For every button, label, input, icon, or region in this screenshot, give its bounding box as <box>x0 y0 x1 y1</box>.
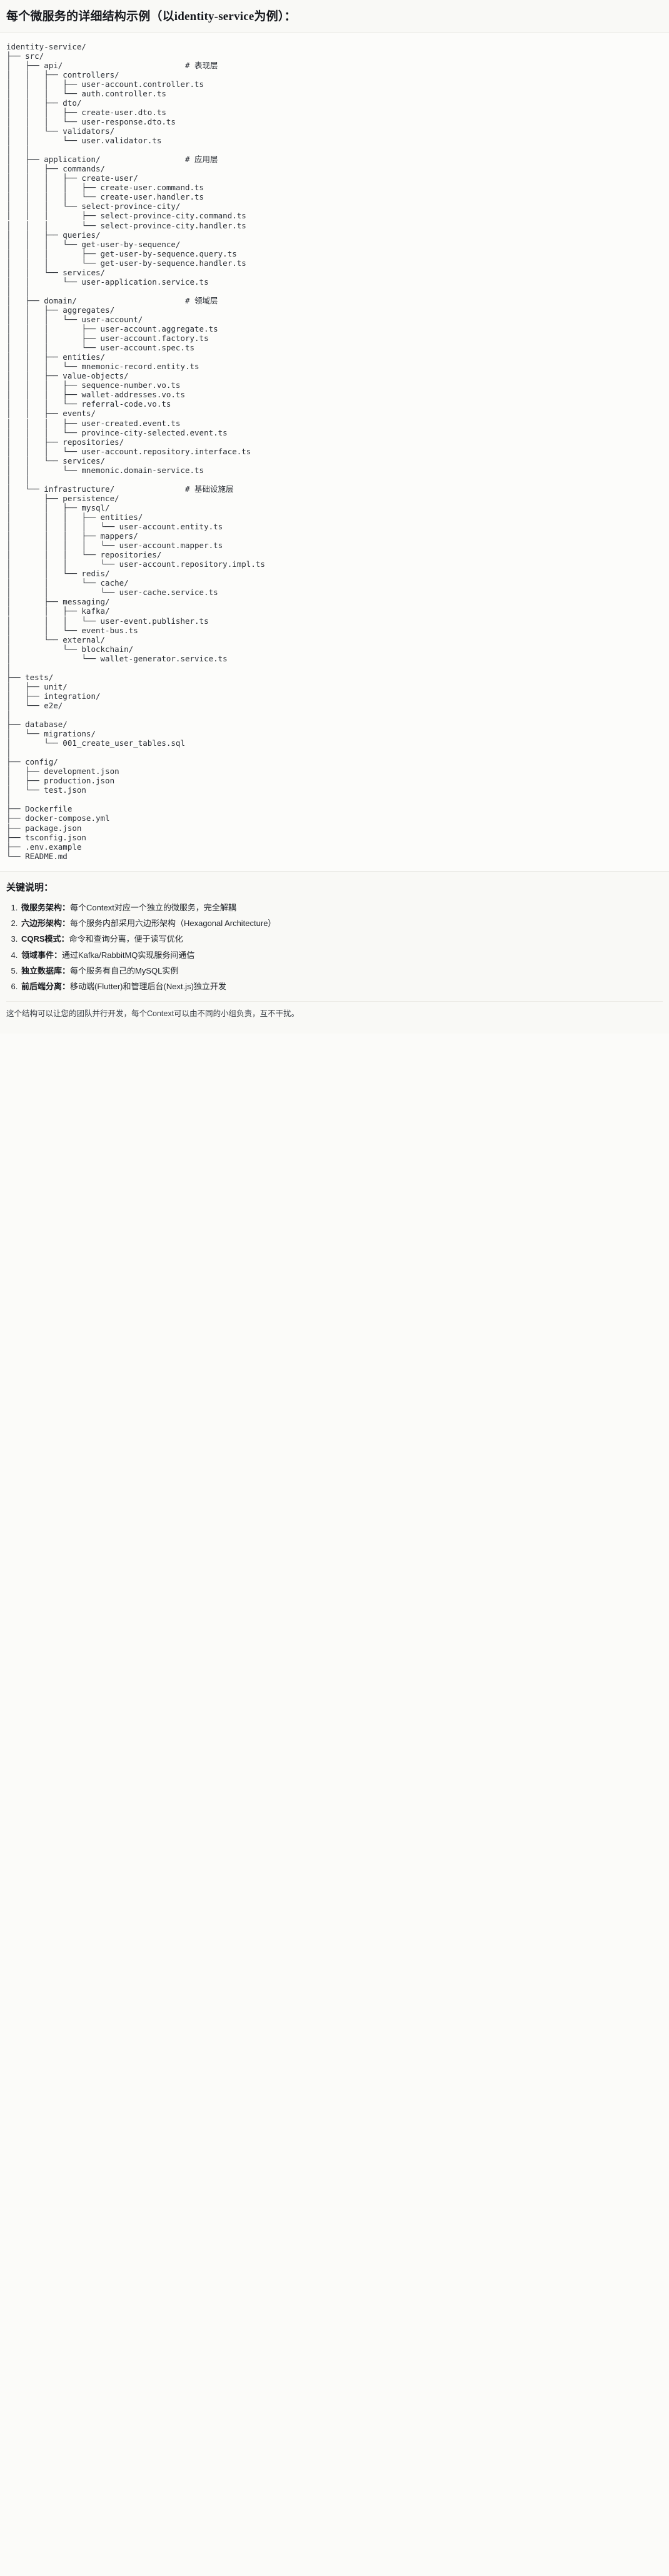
note-term: 微服务架构： <box>21 902 71 912</box>
note-term: CQRS模式： <box>21 934 69 944</box>
page-title: 每个微服务的详细结构示例（以identity-service为例）： <box>6 10 296 23</box>
key-notes-heading: 关键说明： <box>6 882 54 893</box>
directory-tree: identity-service/ ├── src/ │ ├── api/ # … <box>6 41 265 861</box>
document-page: 每个微服务的详细结构示例（以identity-service为例）： ident… <box>0 0 669 1034</box>
list-item: 前后端分离：移动端(Flutter)和管理后台(Next.js)独立开发 <box>20 979 663 994</box>
note-desc: 每个服务有自己的MySQL实例 <box>70 966 179 976</box>
note-desc: 命令和查询分离，便于读写优化 <box>69 934 183 944</box>
note-term: 独立数据库： <box>21 966 71 976</box>
key-notes-list: 微服务架构：每个Context对应一个独立的微服务，完全解耦 六边形架构：每个服… <box>6 900 663 995</box>
list-item: 微服务架构：每个Context对应一个独立的微服务，完全解耦 <box>20 900 663 915</box>
note-desc: 通过Kafka/RabbitMQ实现服务间通信 <box>62 950 195 960</box>
key-notes-section: 关键说明： 微服务架构：每个Context对应一个独立的微服务，完全解耦 六边形… <box>0 871 669 1034</box>
note-term: 六边形架构： <box>21 919 71 929</box>
note-term: 前后端分离： <box>21 982 71 992</box>
list-item: 领域事件：通过Kafka/RabbitMQ实现服务间通信 <box>20 947 663 963</box>
note-desc: 移动端(Flutter)和管理后台(Next.js)独立开发 <box>70 982 226 992</box>
directory-tree-section: identity-service/ ├── src/ │ ├── api/ # … <box>0 33 669 872</box>
closing-note: 这个结构可以让您的团队并行开发，每个Context可以由不同的小组负责，互不干扰… <box>6 1000 663 1027</box>
list-item: 独立数据库：每个服务有自己的MySQL实例 <box>20 963 663 979</box>
note-desc: 每个服务内部采用六边形架构（Hexagonal Architecture） <box>70 919 276 929</box>
list-item: 六边形架构：每个服务内部采用六边形架构（Hexagonal Architectu… <box>20 915 663 931</box>
list-item: CQRS模式：命令和查询分离，便于读写优化 <box>20 931 663 947</box>
note-desc: 每个Context对应一个独立的微服务，完全解耦 <box>70 902 236 912</box>
note-term: 领域事件： <box>21 950 63 960</box>
title-section: 每个微服务的详细结构示例（以identity-service为例）： <box>0 0 669 33</box>
